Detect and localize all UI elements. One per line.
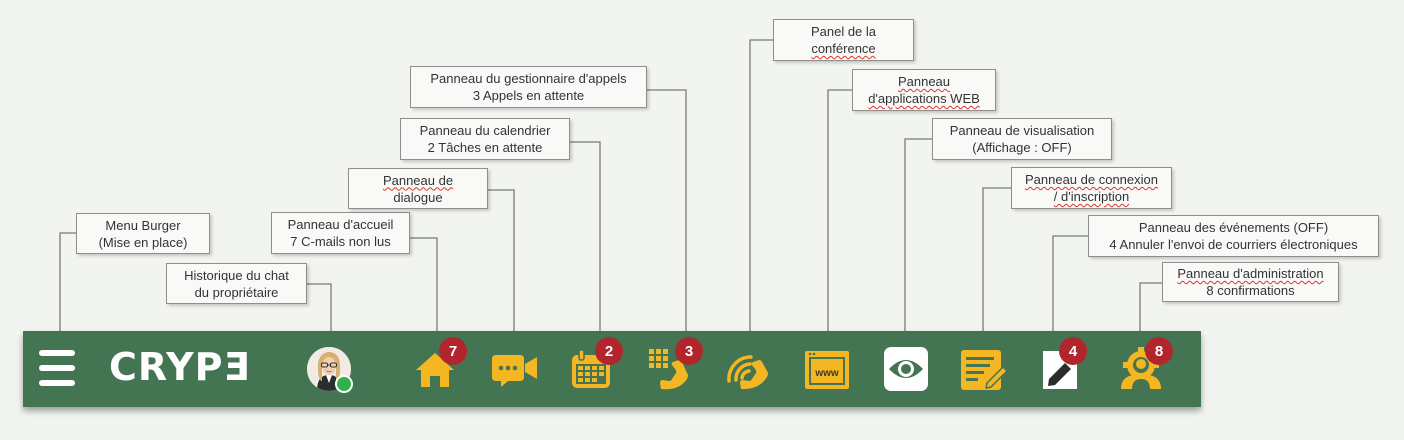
web-browser-icon[interactable]: www (801, 343, 853, 395)
calls-badge: 3 (675, 337, 703, 365)
calendar-badge: 2 (595, 337, 623, 365)
callout-line: 8 confirmations (1206, 283, 1295, 298)
callout-line: Panneau de (382, 172, 454, 188)
admin-badge: 8 (1145, 337, 1173, 365)
video-chat-icon[interactable] (488, 343, 540, 395)
callout-line: (Affichage : OFF) (972, 140, 1072, 155)
callout-conference: Panel de la conférence (773, 19, 914, 61)
online-status-dot (335, 375, 353, 393)
callout-line: Panneau d'administration (1177, 266, 1324, 281)
callout-line: 4 Annuler l'envoi de courriers électroni… (1109, 237, 1358, 252)
web-label: www (814, 368, 839, 379)
callout-web-apps: Panneau d'applications WEB (852, 69, 996, 111)
login-form-icon[interactable] (957, 343, 1009, 395)
app-logo: CRYPƎ (109, 345, 251, 389)
callout-line: Panneau (897, 74, 951, 89)
callout-home: Panneau d'accueil 7 C-mails non lus (271, 212, 410, 254)
calendar-icon[interactable] (565, 343, 617, 395)
callout-line: Menu Burger (105, 217, 181, 233)
eye-icon[interactable] (880, 343, 932, 395)
callout-dialog: Panneau de dialogue (348, 168, 488, 209)
callout-line: Panneau de visualisation (949, 123, 1095, 138)
callout-line: (Mise en place) (98, 234, 188, 250)
callout-line: dialogue (393, 189, 443, 205)
callout-line: conférence (811, 41, 876, 56)
dialpad-phone-icon[interactable] (643, 343, 695, 395)
callout-menu-burger: Menu Burger (Mise en place) (76, 213, 210, 254)
conference-phone-icon[interactable] (721, 343, 773, 395)
callout-admin: Panneau d'administration 8 confirmations (1162, 262, 1339, 302)
events-badge: 4 (1059, 337, 1087, 365)
callout-calendar: Panneau du calendrier 2 Tâches en attent… (400, 118, 570, 160)
callout-line: 2 Tâches en attente (427, 140, 543, 155)
callout-line: d'applications WEB (868, 91, 980, 106)
callout-events: Panneau des événements (OFF) 4 Annuler l… (1088, 215, 1379, 257)
admin-user-gear-icon[interactable] (1115, 343, 1167, 395)
home-badge: 7 (439, 337, 467, 365)
callout-line: du propriétaire (194, 284, 279, 300)
callout-line: Panneau d'accueil (287, 217, 394, 232)
burger-menu-icon[interactable] (37, 348, 77, 388)
callout-line: Panneau de connexion (1024, 172, 1158, 187)
callout-line: 3 Appels en attente (472, 88, 585, 103)
callout-chat-history: Historique du chat du propriétaire (166, 263, 307, 304)
callout-login: Panneau de connexion / d'inscription (1011, 167, 1172, 209)
callout-calls: Panneau du gestionnaire d'appels 3 Appel… (410, 66, 647, 108)
callout-line: Panneau des événements (OFF) (1138, 220, 1329, 235)
callout-line: Historique du chat (184, 267, 289, 283)
callout-line: Panneau du calendrier (419, 123, 551, 138)
callout-line: Panneau du gestionnaire d'appels (430, 71, 627, 86)
callout-line: Panel de la (810, 24, 877, 39)
callout-line: 7 C-mails non lus (290, 234, 391, 249)
callout-display: Panneau de visualisation (Affichage : OF… (932, 118, 1112, 160)
callout-line: / d'inscription (1053, 189, 1130, 204)
owner-avatar[interactable] (307, 347, 353, 393)
main-toolbar: CRYPƎ 7 (23, 331, 1201, 407)
